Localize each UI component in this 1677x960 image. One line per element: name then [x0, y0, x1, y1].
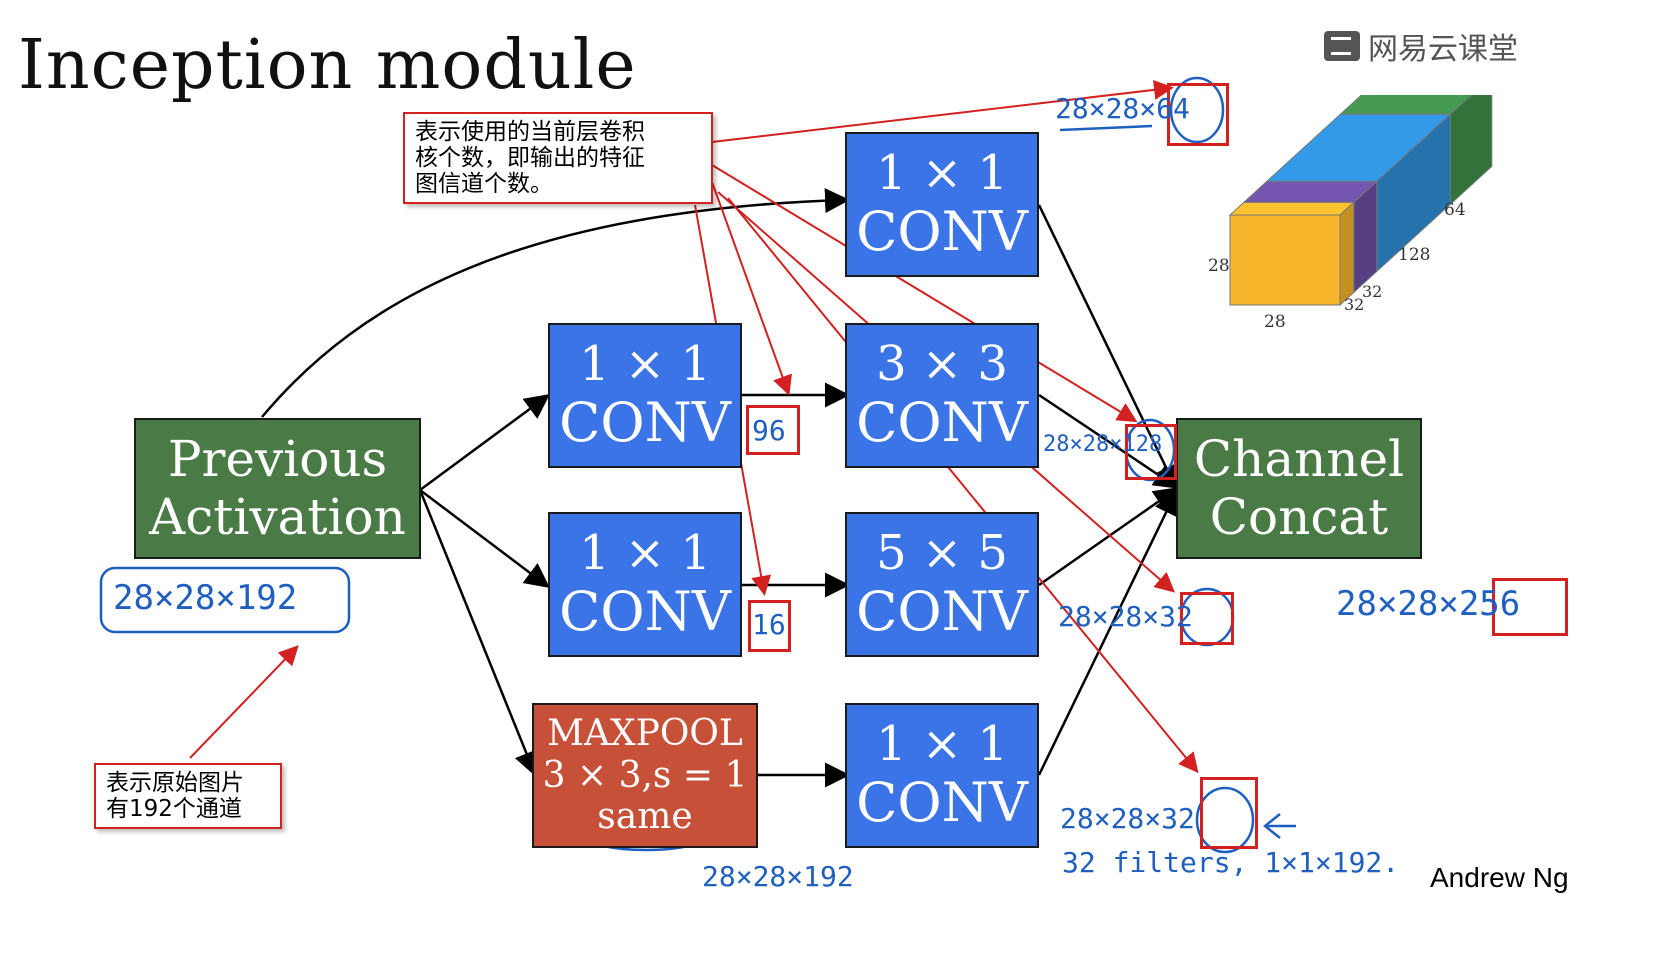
highlight-96: [746, 405, 800, 455]
previous-activation-block: Previous Activation: [134, 418, 421, 559]
block-label: 3 × 3: [876, 335, 1008, 392]
hand-96: 96: [752, 414, 786, 447]
cube-label-d3: 128: [1398, 245, 1430, 265]
conv-3x3-block: 3 × 3 CONV: [845, 323, 1039, 468]
input-dims-circle: [99, 566, 351, 634]
block-label: CONV: [856, 771, 1028, 835]
cube-front-face: [1229, 214, 1341, 306]
watermark-text: 网易云课堂: [1368, 32, 1518, 67]
block-label: CONV: [856, 580, 1028, 644]
block-label: 1 × 1: [876, 715, 1008, 772]
annot-arrow-128: [711, 164, 1138, 423]
block-label: 1 × 1: [579, 335, 711, 392]
hand-out-32b: 28×28×32: [1060, 802, 1195, 835]
highlight-128: [1125, 424, 1177, 480]
highlight-256: [1492, 578, 1568, 636]
hand-16: 16: [752, 608, 786, 641]
hand-out-32a: 28×28×32: [1058, 600, 1193, 633]
block-label: 5 × 5: [876, 524, 1008, 581]
page-title: Inception module: [18, 26, 637, 105]
block-label: CONV: [559, 580, 731, 644]
circle-32b: [1195, 786, 1255, 854]
conv-1x1-bottom-block: 1 × 1 CONV: [845, 703, 1039, 848]
arrow-conv1bottom-to-concat: [1037, 489, 1178, 776]
watermark: 网易云课堂: [1324, 24, 1518, 68]
annot-arrow-input: [189, 645, 299, 759]
highlight-32b: [1200, 777, 1258, 849]
hand-out-64: 28×28×64: [1055, 92, 1190, 125]
top-annotation-note: 表示使用的当前层卷积 核个数，即输出的特征 图信道个数。: [403, 112, 713, 204]
cube-label-w: 28: [1264, 312, 1286, 332]
cube-label-d1: 32: [1344, 295, 1364, 314]
arrow-conv1top-to-concat: [1037, 204, 1178, 491]
arrow-prev-to-conv1-top: [261, 188, 850, 418]
circle-64: [1169, 76, 1225, 144]
cube-label-d4: 64: [1444, 200, 1466, 220]
underline-64: [1059, 124, 1153, 132]
hand-pool-dims: 28×28×192: [702, 860, 854, 893]
hand-input-dims: 28×28×192: [113, 578, 298, 618]
cube-slab-top: [1228, 201, 1356, 216]
conv-1x1-top-block: 1 × 1 CONV: [845, 132, 1039, 277]
hand-out-128: 28×28×128: [1043, 432, 1163, 457]
block-label: CONV: [559, 391, 731, 455]
block-label: 3 × 3,s = 1: [542, 754, 748, 796]
book-icon: [1324, 31, 1360, 61]
maxpool-block: MAXPOOL 3 × 3,s = 1 same: [532, 703, 758, 848]
arrow-conv5-to-concat: [1038, 487, 1180, 587]
conv-1x1-b-block: 1 × 1 CONV: [548, 512, 742, 657]
block-label: CONV: [856, 200, 1028, 264]
block-label: 1 × 1: [876, 144, 1008, 201]
cube-slab-side: [1449, 95, 1493, 206]
highlight-16: [748, 600, 791, 652]
highlight-32a: [1180, 592, 1234, 645]
arrow-prev-to-conv1-a: [419, 394, 551, 492]
annot-arrow-64: [711, 79, 1174, 143]
conv-5x5-block: 5 × 5 CONV: [845, 512, 1039, 657]
block-label: Concat: [1209, 487, 1389, 546]
highlight-64: [1167, 83, 1229, 146]
cube-label-h: 28: [1208, 256, 1230, 276]
annot-arrow-32b: [727, 197, 1199, 774]
hand-out-256: 28×28×256: [1336, 584, 1521, 624]
hand-filters: 32 filters, 1×1×192.: [1062, 846, 1400, 879]
block-label: 1 × 1: [579, 524, 711, 581]
bottom-annotation-note: 表示原始图片 有192个通道: [94, 763, 282, 829]
block-label: MAXPOOL: [547, 713, 743, 755]
cube-slab-side: [1339, 201, 1355, 307]
cube-label-d2: 32: [1362, 282, 1382, 301]
conv-1x1-a-block: 1 × 1 CONV: [548, 323, 742, 468]
output-volume-cube: 28 28 32 32 128 64: [1208, 95, 1493, 332]
arrow-prev-to-conv1-b: [419, 489, 550, 589]
author-credit: Andrew Ng: [1430, 862, 1569, 893]
pointer-arrow: [1262, 813, 1296, 839]
arrow-prev-to-maxpool: [418, 489, 539, 777]
channel-concat-block: Channel Concat: [1176, 418, 1422, 559]
block-label: Previous: [167, 430, 388, 488]
arrow-conv3-to-concat: [1038, 393, 1180, 489]
block-label: same: [597, 796, 693, 838]
block-label: CONV: [856, 391, 1028, 455]
block-label: Activation: [149, 487, 406, 546]
block-label: Channel: [1193, 430, 1405, 488]
annot-arrow-96: [711, 181, 792, 396]
